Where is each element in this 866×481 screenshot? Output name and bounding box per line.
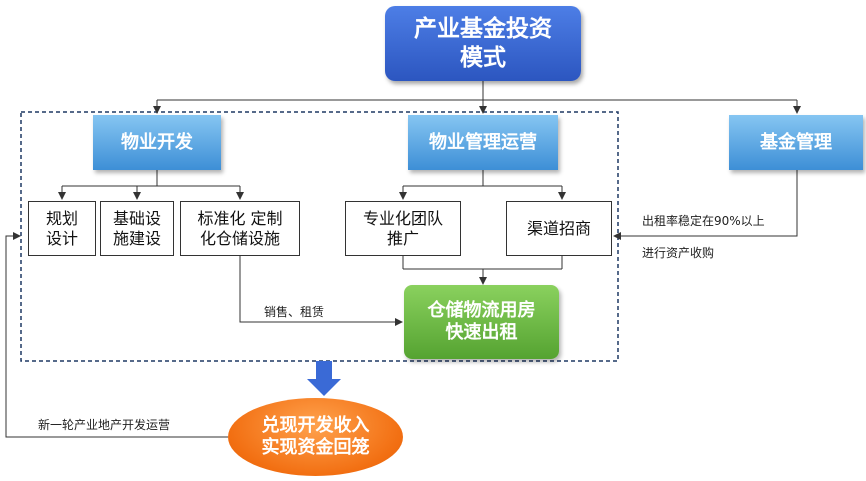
revenue-recovery-node: 兑现开发收入 实现资金回笼	[228, 398, 403, 476]
new-round-label: 新一轮产业地产开发运营	[38, 418, 171, 432]
fund-management-node: 基金管理	[729, 115, 863, 170]
planning-design-node: 规划 设计	[28, 201, 96, 256]
property-management-node: 物业管理运营	[408, 115, 558, 170]
team-promotion-node: 专业化团队 推广	[345, 201, 461, 256]
merge-lines	[402, 256, 563, 285]
asset-acquisition-label: 进行资产收购	[642, 246, 715, 260]
down-arrow-icon	[307, 361, 341, 396]
top-branch-lines	[153, 81, 801, 114]
sales-lease-line	[239, 256, 403, 326]
warehouse-leasing-node: 仓储物流用房 快速出租	[404, 285, 559, 359]
fund-investment-mode-node: 产业基金投资 模式	[385, 6, 581, 81]
dev-branch-lines	[58, 170, 244, 200]
infrastructure-node: 基础设 施建设	[100, 201, 174, 256]
sales-lease-label: 销售、租赁	[264, 305, 325, 319]
fund-to-channel-line	[613, 170, 798, 240]
occupancy-label: 出租率稳定在90%以上	[642, 214, 765, 228]
mgmt-branch-lines	[399, 170, 566, 200]
standard-storage-node: 标准化 定制 化仓储设施	[180, 201, 300, 256]
channel-leasing-node: 渠道招商	[506, 201, 612, 256]
property-development-node: 物业开发	[93, 115, 221, 170]
new-round-loop-line	[5, 232, 228, 438]
